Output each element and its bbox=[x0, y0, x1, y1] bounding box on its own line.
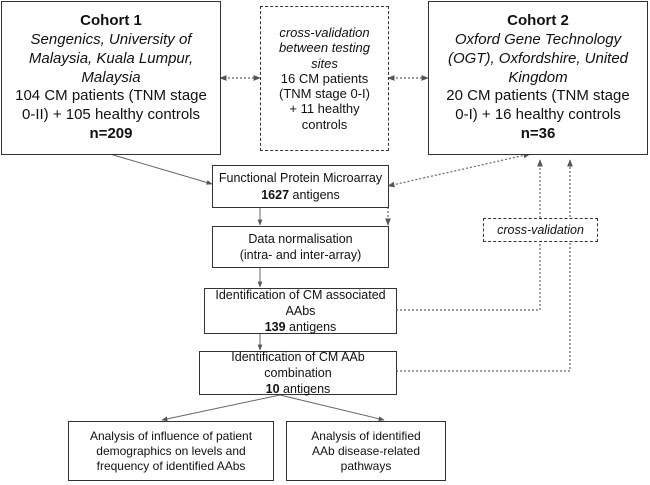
microarray-box: Functional Protein Microarray 1627 antig… bbox=[212, 165, 389, 208]
crossval-sites-title-line: between testing bbox=[278, 40, 371, 56]
combination-to-cohort2-dotted bbox=[396, 159, 573, 372]
combination-to-demographics-arrow bbox=[161, 394, 281, 422]
demographics-line: Analysis of influence of patient bbox=[89, 428, 253, 443]
pathways-line: pathways bbox=[340, 458, 392, 473]
pathways-line: Analysis of identified bbox=[311, 428, 421, 443]
cohort1-box: Cohort 1 Sengenics, University of Malays… bbox=[1, 1, 221, 155]
cohort2-box: Cohort 2 Oxford Gene Technology (OGT), O… bbox=[428, 1, 648, 155]
crossval-label: cross-validation bbox=[497, 222, 584, 237]
cohort2-title: Cohort 2 bbox=[507, 12, 569, 30]
crossval-label-box: cross-validation bbox=[483, 218, 598, 242]
crossval-sites-title-line: cross-validation bbox=[279, 24, 370, 40]
associated-count-line: 139 antigens bbox=[265, 319, 337, 335]
combination-box: Identification of CM AAb combination 10 … bbox=[199, 349, 397, 397]
combination-count-line: 10 antigens bbox=[266, 381, 331, 397]
cohort1-patients-line: 104 CM patients (TNM stage bbox=[15, 87, 207, 105]
pathways-box: Analysis of identified AAb disease-relat… bbox=[286, 421, 446, 481]
cohort2-count: n=36 bbox=[520, 124, 556, 142]
microarray-unit: antigens bbox=[289, 187, 340, 202]
associated-unit: antigens bbox=[285, 320, 337, 335]
crossval-sites-detail-line: + 11 healthy bbox=[289, 101, 360, 117]
microarray-cohort2-connector bbox=[387, 152, 531, 188]
crossval-sites-detail-line: 16 CM patients bbox=[280, 70, 369, 86]
demographics-line: demographics on levels and bbox=[96, 443, 246, 458]
normalisation-line: Data normalisation bbox=[248, 231, 353, 246]
combination-count: 10 bbox=[265, 382, 280, 397]
cohort2-site-line: Kingdom bbox=[508, 68, 568, 86]
cohort2-site-line: (OGT), Oxfordshire, United bbox=[447, 49, 629, 67]
cohort1-site-line: Malaysia bbox=[81, 68, 141, 86]
cohort1-to-microarray-arrow bbox=[109, 153, 213, 185]
microarray-count: 1627 bbox=[261, 187, 290, 202]
cohort1-patients-line: 0-II) + 105 healthy controls bbox=[21, 106, 200, 124]
combination-title: Identification of CM AAb combination bbox=[231, 349, 365, 380]
crossval-sites-box: cross-validation between testing sites 1… bbox=[260, 6, 389, 151]
pathways-line: AAb disease-related bbox=[311, 443, 421, 458]
demographics-box: Analysis of influence of patient demogra… bbox=[68, 421, 274, 481]
cohort2-patients-line: 20 CM patients (TNM stage bbox=[446, 87, 630, 105]
crossval-sites-title-line: sites bbox=[311, 55, 338, 71]
associated-title: Identification of CM associated AAbs bbox=[215, 287, 386, 318]
crossval-sites-detail-line: controls bbox=[301, 116, 348, 132]
combination-to-pathways-arrow bbox=[279, 394, 385, 422]
microarray-count-line: 1627 antigens bbox=[261, 187, 340, 203]
combination-unit: antigens bbox=[279, 382, 331, 397]
cohort2-site-line: Oxford Gene Technology bbox=[454, 31, 622, 49]
associated-to-cohort2-dotted bbox=[396, 159, 543, 311]
cohort2-patients-line: 0-I) + 16 healthy controls bbox=[455, 106, 621, 124]
associated-count: 139 bbox=[264, 320, 286, 335]
normalisation-box: Data normalisation (intra- and inter-arr… bbox=[212, 226, 389, 268]
cohort1-count: n=209 bbox=[89, 124, 133, 142]
cohort1-site-line: Sengenics, University of bbox=[30, 31, 192, 49]
associated-box: Identification of CM associated AAbs 139… bbox=[204, 288, 397, 334]
microarray-title: Functional Protein Microarray bbox=[218, 171, 383, 186]
normalisation-line: (intra- and inter-array) bbox=[239, 248, 362, 262]
cohort1-title: Cohort 1 bbox=[80, 12, 142, 30]
crossval-sites-detail-line: (TNM stage 0-I) bbox=[278, 86, 370, 102]
demographics-line: frequency of identified AAbs bbox=[96, 458, 246, 473]
cohort1-site-line: Malaysia, Kuala Lumpur, bbox=[28, 49, 194, 67]
